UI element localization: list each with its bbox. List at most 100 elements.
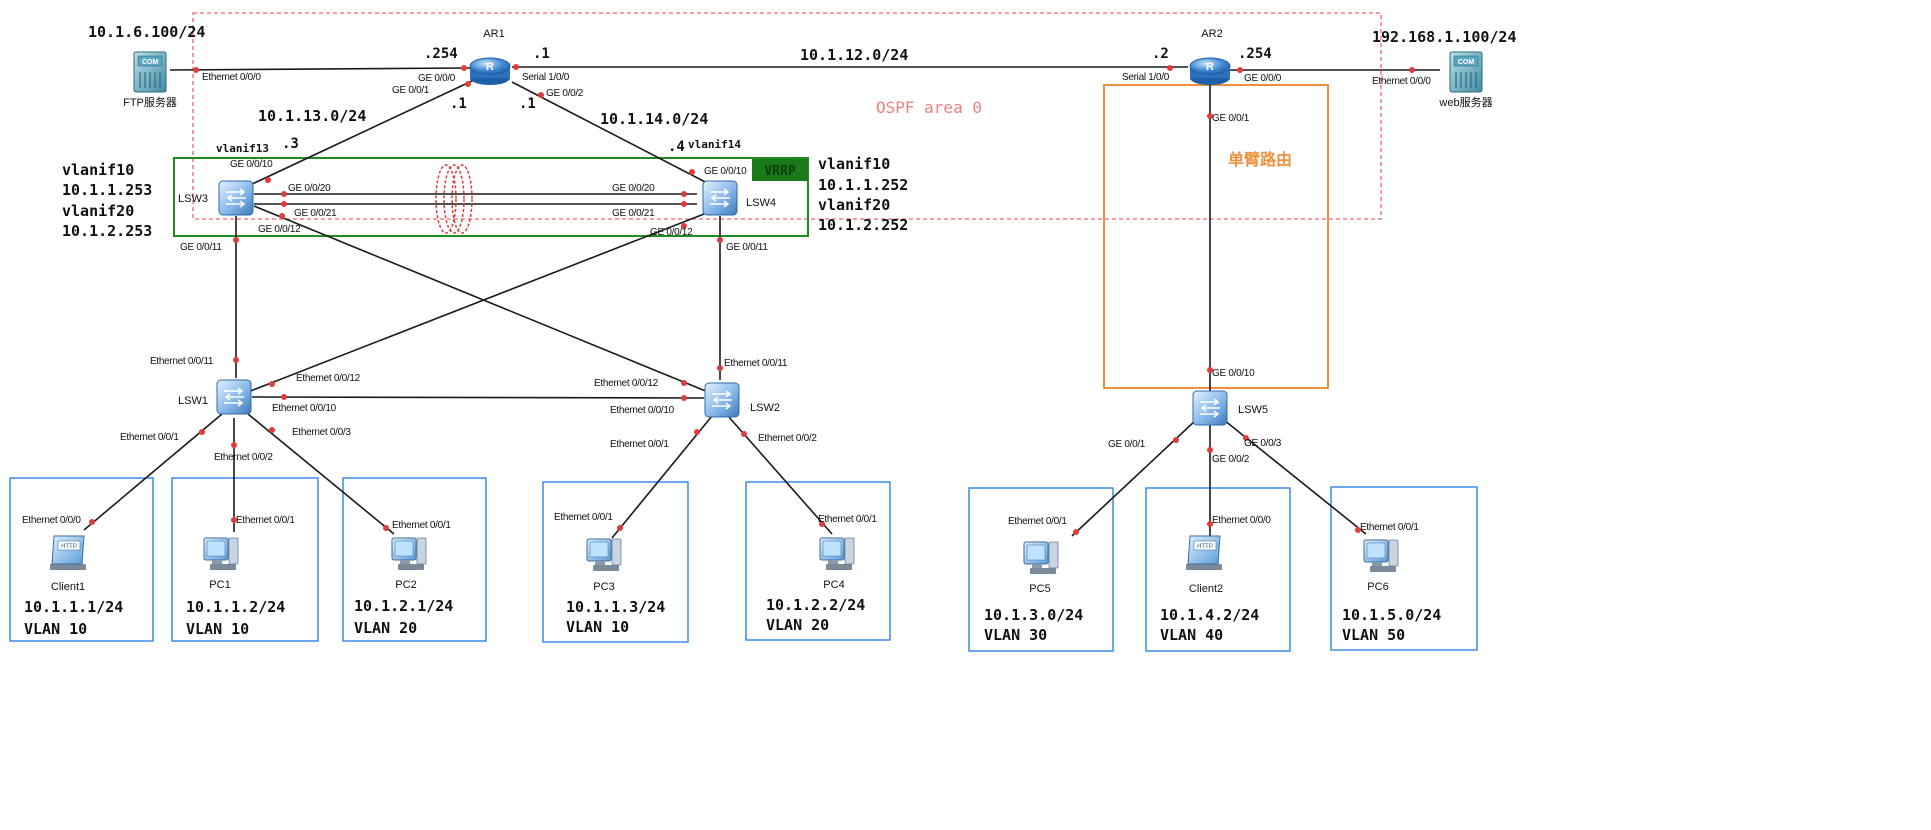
one-arm-routing-label: 单臂路由 bbox=[1228, 150, 1292, 169]
lsw2-switch-icon[interactable] bbox=[704, 382, 740, 418]
lsw5-g001-label: GE 0/0/1 bbox=[1108, 439, 1146, 450]
ar2-serial-addr: .2 bbox=[1152, 46, 1169, 62]
lsw2-e0012-label: Ethernet 0/0/12 bbox=[594, 378, 659, 389]
lsw1-switch-icon[interactable] bbox=[216, 379, 252, 415]
lsw3-g0010-label: GE 0/0/10 bbox=[230, 159, 273, 170]
ospf-area-label: OSPF area 0 bbox=[876, 98, 982, 117]
vrrp-badge bbox=[752, 159, 808, 181]
port-labels: Ethernet 0/0/0 GE 0/0/0 GE 0/0/1 Serial … bbox=[22, 72, 1432, 533]
ar2-g000-label: GE 0/0/0 bbox=[1244, 73, 1282, 84]
ar2-router-icon[interactable] bbox=[1189, 57, 1231, 86]
lsw1-e0012-label: Ethernet 0/0/12 bbox=[296, 373, 361, 384]
lsw4-vlanif10-label: vlanif10 bbox=[818, 155, 890, 173]
lsw1-e002-label: Ethernet 0/0/2 bbox=[214, 452, 273, 463]
pc3-computer-icon[interactable] bbox=[586, 538, 622, 572]
vlanif13-label: vlanif13 bbox=[216, 142, 269, 155]
lsw3-g0011-label: GE 0/0/11 bbox=[180, 242, 222, 253]
link-ar1-lsw4 bbox=[511, 81, 714, 187]
lsw3-vlanif10-ip: 10.1.1.253 bbox=[62, 181, 152, 199]
ftp-server-tag: COM bbox=[142, 59, 159, 66]
pc4-ip: 10.1.2.2/24 bbox=[766, 596, 865, 614]
lsw4-switch-icon[interactable] bbox=[702, 180, 738, 216]
pc5-computer-icon[interactable] bbox=[1023, 541, 1059, 575]
client2-label: Client2 bbox=[1189, 583, 1223, 595]
lsw1-e0011-label: Ethernet 0/0/11 bbox=[150, 356, 214, 367]
lsw1-e0010-label: Ethernet 0/0/10 bbox=[272, 403, 337, 414]
ar2-label: AR2 bbox=[1201, 28, 1222, 40]
pc6-computer-icon[interactable] bbox=[1363, 539, 1399, 573]
ar1-label: AR1 bbox=[483, 28, 504, 40]
pc1-computer-icon[interactable] bbox=[203, 537, 239, 571]
web-e000-label: Ethernet 0/0/0 bbox=[1372, 76, 1431, 87]
client1-ip: 10.1.1.1/24 bbox=[24, 598, 123, 616]
host-box-pc5 bbox=[968, 487, 1114, 652]
client1-e000-label: Ethernet 0/0/0 bbox=[22, 515, 81, 526]
lsw3-vlanif13-addr: .3 bbox=[282, 136, 299, 152]
pc4-computer-icon[interactable] bbox=[819, 537, 855, 571]
client1-vlan: VLAN 10 bbox=[24, 620, 87, 638]
pc1-label: PC1 bbox=[209, 579, 230, 591]
pc5-e001-label: Ethernet 0/0/1 bbox=[1008, 516, 1067, 527]
lsw4-label: LSW4 bbox=[746, 197, 776, 209]
pc4-e001-label: Ethernet 0/0/1 bbox=[818, 514, 877, 525]
pc3-label: PC3 bbox=[593, 581, 614, 593]
pc6-label: PC6 bbox=[1367, 581, 1388, 593]
web-ip-label: 192.168.1.100/24 bbox=[1372, 28, 1517, 46]
pc2-computer-icon[interactable] bbox=[391, 537, 427, 571]
client2-http-icon[interactable]: HTTP bbox=[1186, 535, 1222, 570]
lsw3-vlanif20-label: vlanif20 bbox=[62, 202, 134, 220]
lsw4-vlanif10-ip: 10.1.1.252 bbox=[818, 176, 908, 194]
client2-vlan: VLAN 40 bbox=[1160, 626, 1223, 644]
ar1-ge000-addr: .254 bbox=[424, 46, 458, 62]
ar1-ge001-addr: .1 bbox=[450, 96, 467, 112]
pc2-e001-label: Ethernet 0/0/1 bbox=[392, 520, 451, 531]
vrrp-box bbox=[173, 157, 809, 237]
pc2-label: PC2 bbox=[395, 579, 416, 591]
client2-e000-label: Ethernet 0/0/0 bbox=[1212, 515, 1271, 526]
ftp-ip-label: 10.1.6.100/24 bbox=[88, 23, 205, 41]
pc4-label: PC4 bbox=[823, 579, 844, 591]
client1-http-tag: HTTP bbox=[61, 544, 77, 550]
ftp-server-icon[interactable]: COM bbox=[133, 51, 167, 93]
network-topology-diagram: R VRRP 单臂路由 OSPF area 0 bbox=[9, 12, 1517, 652]
lsw5-switch-icon[interactable] bbox=[1192, 390, 1228, 426]
network-ar1-ar2-label: 10.1.12.0/24 bbox=[800, 46, 908, 64]
lsw3-vlanif20-ip: 10.1.2.253 bbox=[62, 222, 152, 240]
host-box-pc2 bbox=[342, 477, 487, 642]
lsw1-e001-label: Ethernet 0/0/1 bbox=[120, 432, 179, 443]
ar1-serial-addr: .1 bbox=[533, 46, 550, 62]
pc6-ip: 10.1.5.0/24 bbox=[1342, 606, 1441, 624]
host-box-client2 bbox=[1145, 487, 1291, 652]
lsw2-e0011-label: Ethernet 0/0/11 bbox=[724, 358, 788, 369]
lsw4-vlanif20-ip: 10.1.2.252 bbox=[818, 216, 908, 234]
client1-label: Client1 bbox=[51, 581, 85, 593]
lsw4-g0021-label: GE 0/0/21 bbox=[612, 208, 655, 219]
lsw5-g002-label: GE 0/0/2 bbox=[1212, 454, 1250, 465]
ar1-router-icon[interactable] bbox=[469, 57, 511, 86]
web-server-label: web服务器 bbox=[1438, 96, 1492, 109]
client1-http-icon[interactable]: HTTP bbox=[50, 535, 86, 570]
lsw2-e001-label: Ethernet 0/0/1 bbox=[610, 439, 669, 450]
pc4-vlan: VLAN 20 bbox=[766, 616, 829, 634]
link-ar1-lsw3 bbox=[247, 79, 475, 187]
lsw4-g0020-label: GE 0/0/20 bbox=[612, 183, 655, 194]
lsw5-g003-label: GE 0/0/3 bbox=[1244, 438, 1282, 449]
vlanif14-label: vlanif14 bbox=[688, 138, 741, 151]
host-box-client1 bbox=[9, 477, 154, 642]
lsw3-g0020-label: GE 0/0/20 bbox=[288, 183, 331, 194]
host-box-pc3 bbox=[542, 481, 689, 643]
link-lsw3-lsw2 bbox=[253, 205, 709, 393]
lsw4-g0011-label: GE 0/0/11 bbox=[726, 242, 768, 253]
ar2-s100-label: Serial 1/0/0 bbox=[1122, 72, 1170, 83]
pc3-vlan: VLAN 10 bbox=[566, 618, 629, 636]
ar2-ge000-addr: .254 bbox=[1238, 46, 1272, 62]
pc1-e001-label: Ethernet 0/0/1 bbox=[236, 515, 295, 526]
web-server-icon[interactable]: COM bbox=[1449, 51, 1483, 93]
client2-ip: 10.1.4.2/24 bbox=[1160, 606, 1259, 624]
pc1-ip: 10.1.1.2/24 bbox=[186, 598, 285, 616]
lsw3-g0021-label: GE 0/0/21 bbox=[294, 208, 337, 219]
lsw3-switch-icon[interactable] bbox=[218, 180, 254, 216]
ar1-g001-label: GE 0/0/1 bbox=[392, 85, 430, 96]
pc2-vlan: VLAN 20 bbox=[354, 619, 417, 637]
lsw5-g0010-label: GE 0/0/10 bbox=[1212, 368, 1255, 379]
